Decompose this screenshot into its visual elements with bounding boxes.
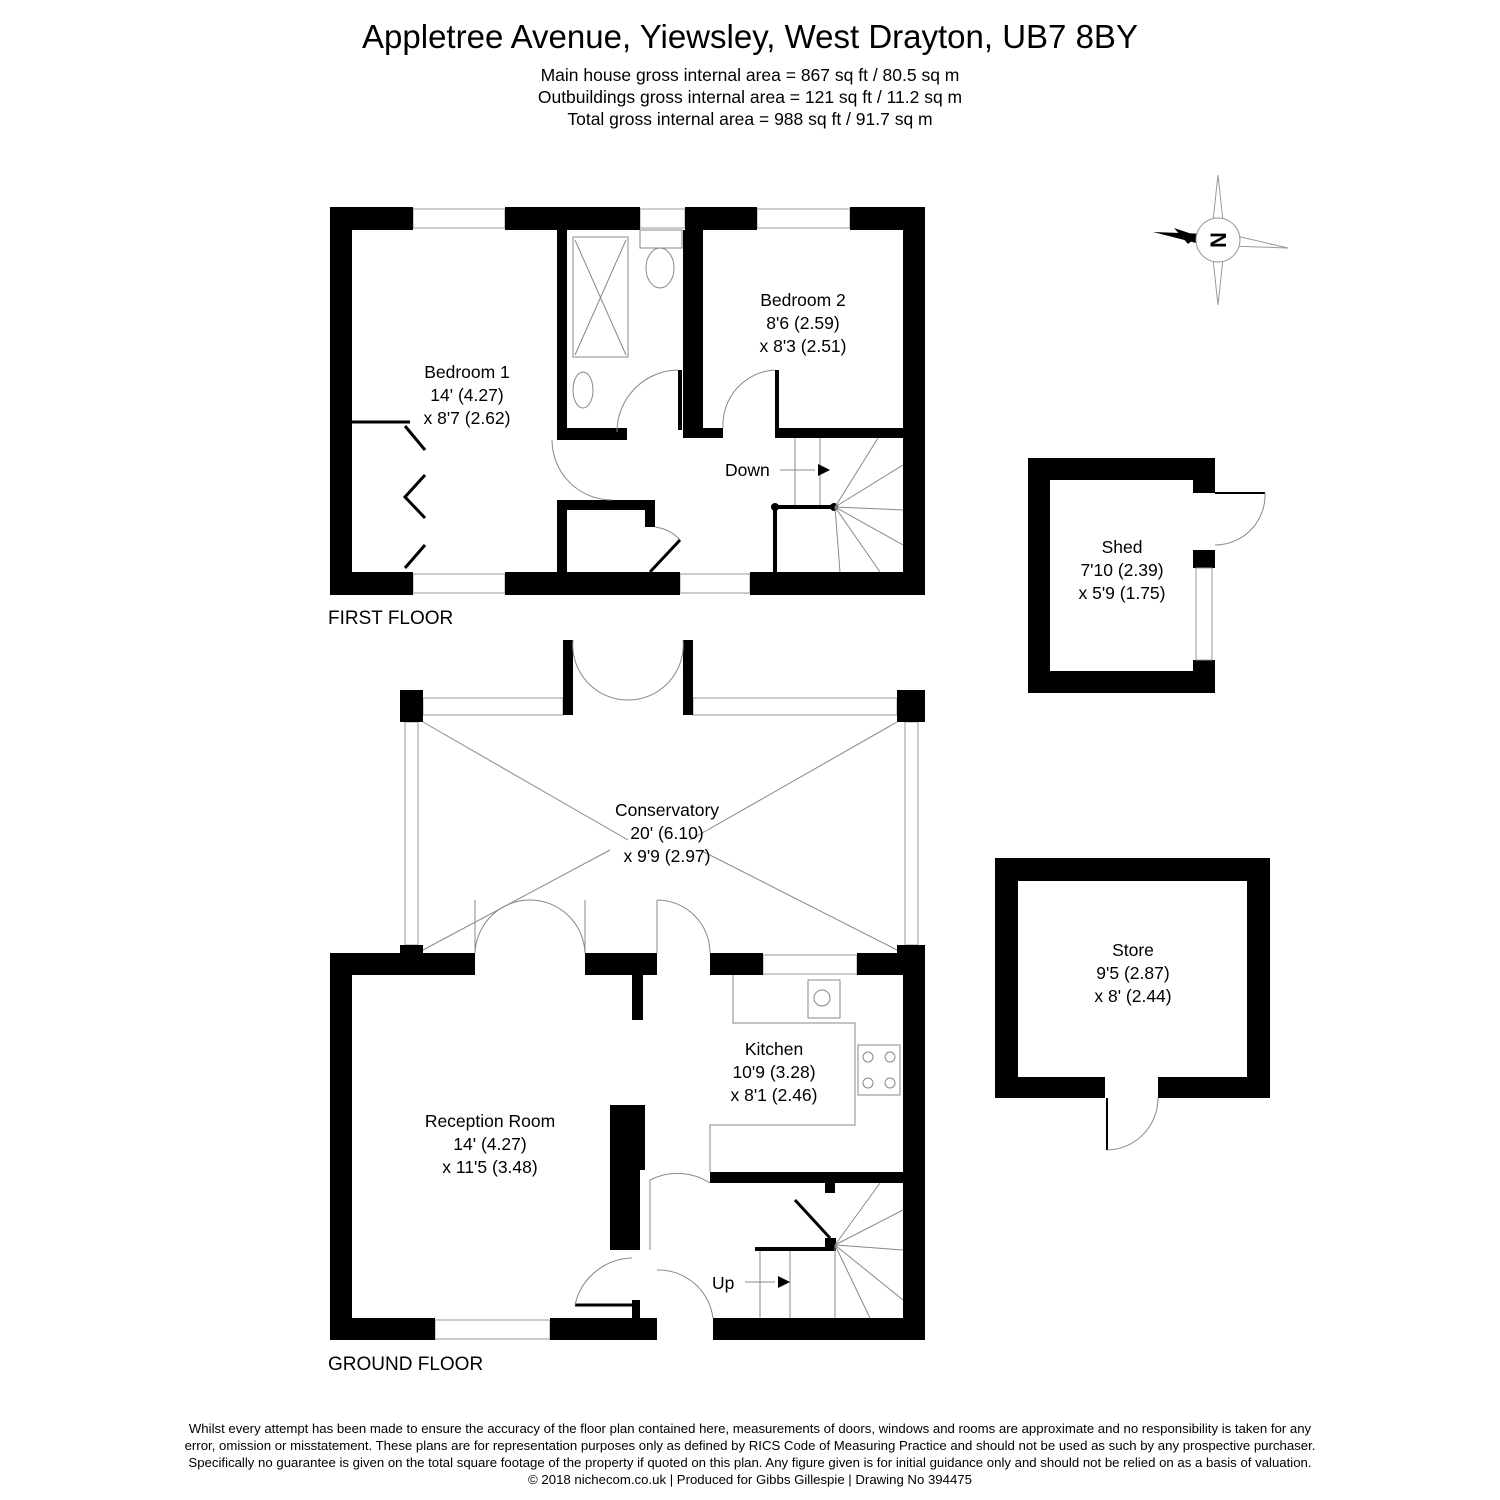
room-dimension: 20' (6.10) (630, 823, 703, 843)
room-label-reception-room: Reception Room 14' (4.27) x 11'5 (3.48) (425, 1111, 555, 1177)
stairs-up-label: Up (712, 1273, 734, 1293)
room-name: Store (1112, 940, 1154, 960)
disclaimer-line: Whilst every attempt has been made to en… (188, 1421, 1312, 1436)
room-dimension: 8'6 (2.59) (766, 313, 839, 333)
room-dimension: x 8'7 (2.62) (424, 408, 511, 428)
room-dimension: 14' (4.27) (453, 1134, 526, 1154)
plan-title: Appletree Avenue, Yiewsley, West Drayton… (362, 18, 1138, 55)
room-label-store: Store 9'5 (2.87) x 8' (2.44) (1094, 940, 1171, 1006)
area-summary: Main house gross internal area = 867 sq … (0, 64, 1500, 130)
room-name: Bedroom 1 (424, 362, 510, 382)
room-name: Conservatory (615, 800, 719, 820)
compass-north-label: N (1206, 232, 1231, 248)
room-label-conservatory: Conservatory 20' (6.10) x 9'9 (2.97) (615, 800, 719, 866)
ground-floor-plan (330, 899, 925, 1340)
room-name: Reception Room (425, 1111, 555, 1131)
room-dimension: 14' (4.27) (430, 385, 503, 405)
stairs-up-arrow-icon (778, 1276, 790, 1288)
shed-plan (1028, 458, 1266, 693)
main-house-area: Main house gross internal area = 867 sq … (540, 65, 960, 85)
outbuildings-area: Outbuildings gross internal area = 121 s… (537, 87, 963, 107)
stairs-down-arrow-icon (818, 464, 830, 476)
room-dimension: 9'5 (2.87) (1096, 963, 1169, 983)
ground-floor-label: GROUND FLOOR (328, 1354, 483, 1375)
disclaimer-line: error, omission or misstatement. These p… (184, 1438, 1316, 1453)
store-plan (995, 858, 1270, 1151)
room-dimension: x 11'5 (3.48) (442, 1157, 537, 1177)
room-dimension: 10'9 (3.28) (732, 1062, 815, 1082)
room-name: Bedroom 2 (760, 290, 846, 310)
first-floor-plan (330, 207, 925, 595)
room-label-bedroom-1: Bedroom 1 14' (4.27) x 8'7 (2.62) (424, 362, 511, 428)
room-dimension: x 8'3 (2.51) (760, 336, 847, 356)
disclaimer-line: Specifically no guarantee is given on th… (188, 1455, 1312, 1470)
disclaimer: Whilst every attempt has been made to en… (0, 1420, 1500, 1488)
room-label-shed: Shed 7'10 (2.39) x 5'9 (1.75) (1079, 537, 1166, 603)
total-area: Total gross internal area = 988 sq ft / … (567, 109, 933, 129)
compass-icon: N (1153, 174, 1289, 306)
room-dimension: x 5'9 (1.75) (1079, 583, 1166, 603)
room-dimension: x 9'9 (2.97) (624, 846, 711, 866)
room-label-bedroom-2: Bedroom 2 8'6 (2.59) x 8'3 (2.51) (760, 290, 847, 356)
stairs-down-label: Down (725, 460, 770, 480)
room-label-kitchen: Kitchen 10'9 (3.28) x 8'1 (2.46) (731, 1039, 818, 1105)
first-floor-label: FIRST FLOOR (328, 608, 453, 629)
room-name: Kitchen (745, 1039, 803, 1059)
room-dimension: x 8'1 (2.46) (731, 1085, 818, 1105)
copyright-line: © 2018 nichecom.co.uk | Produced for Gib… (528, 1472, 972, 1487)
conservatory-plan (400, 639, 925, 953)
room-name: Shed (1102, 537, 1143, 557)
room-dimension: 7'10 (2.39) (1080, 560, 1163, 580)
room-dimension: x 8' (2.44) (1094, 986, 1171, 1006)
